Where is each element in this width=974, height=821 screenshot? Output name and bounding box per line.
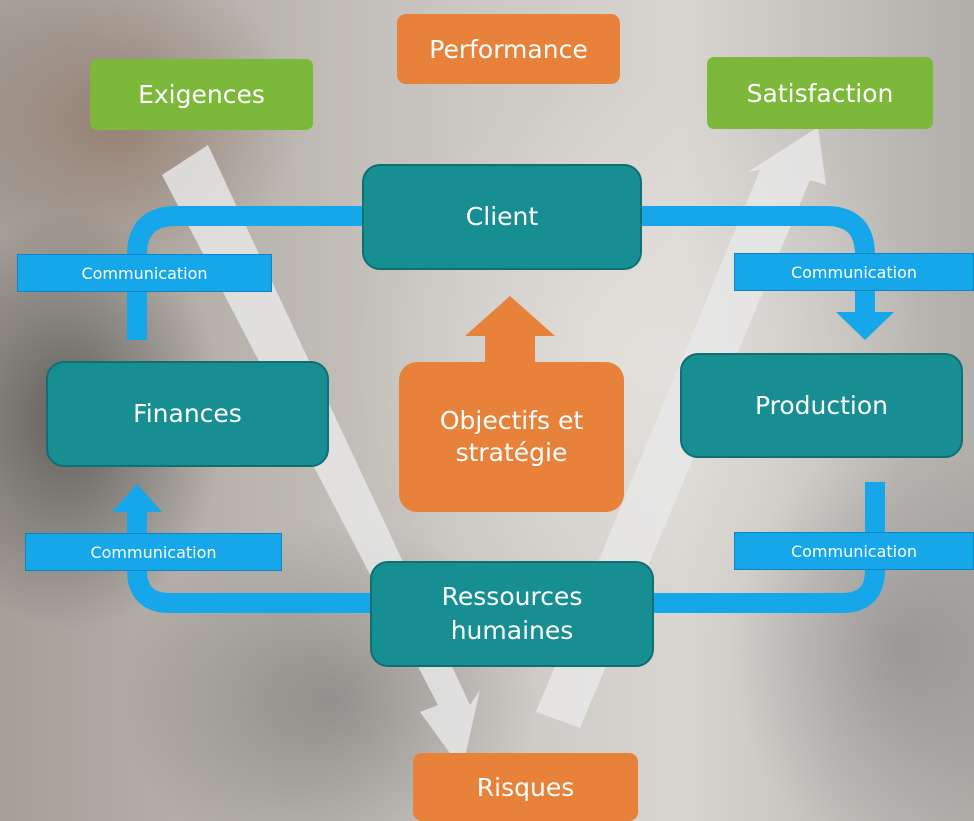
objectifs-strategie-box: Objectifs et stratégie	[399, 362, 624, 512]
loop-arrowheads	[112, 312, 894, 512]
finances-box: Finances	[46, 361, 329, 467]
communication-label-top-left: Communication	[17, 254, 272, 292]
exigences-box: Exigences	[90, 59, 313, 130]
communication-label-top-right: Communication	[734, 253, 974, 291]
orange-up-arrow	[465, 296, 555, 372]
arrowhead-down-production	[836, 312, 894, 340]
performance-box: Performance	[397, 14, 620, 84]
ressources-humaines-box: Ressources humaines	[370, 561, 654, 667]
client-box: Client	[362, 164, 642, 270]
risques-box: Risques	[413, 753, 638, 821]
production-box: Production	[680, 353, 963, 458]
loop-bottom-right	[653, 482, 885, 613]
communication-label-bottom-left: Communication	[25, 533, 282, 571]
loop-top-left	[127, 206, 362, 340]
communication-label-bottom-right: Communication	[734, 532, 974, 570]
arrowhead-up-finances	[112, 484, 162, 512]
satisfaction-box: Satisfaction	[707, 57, 933, 129]
